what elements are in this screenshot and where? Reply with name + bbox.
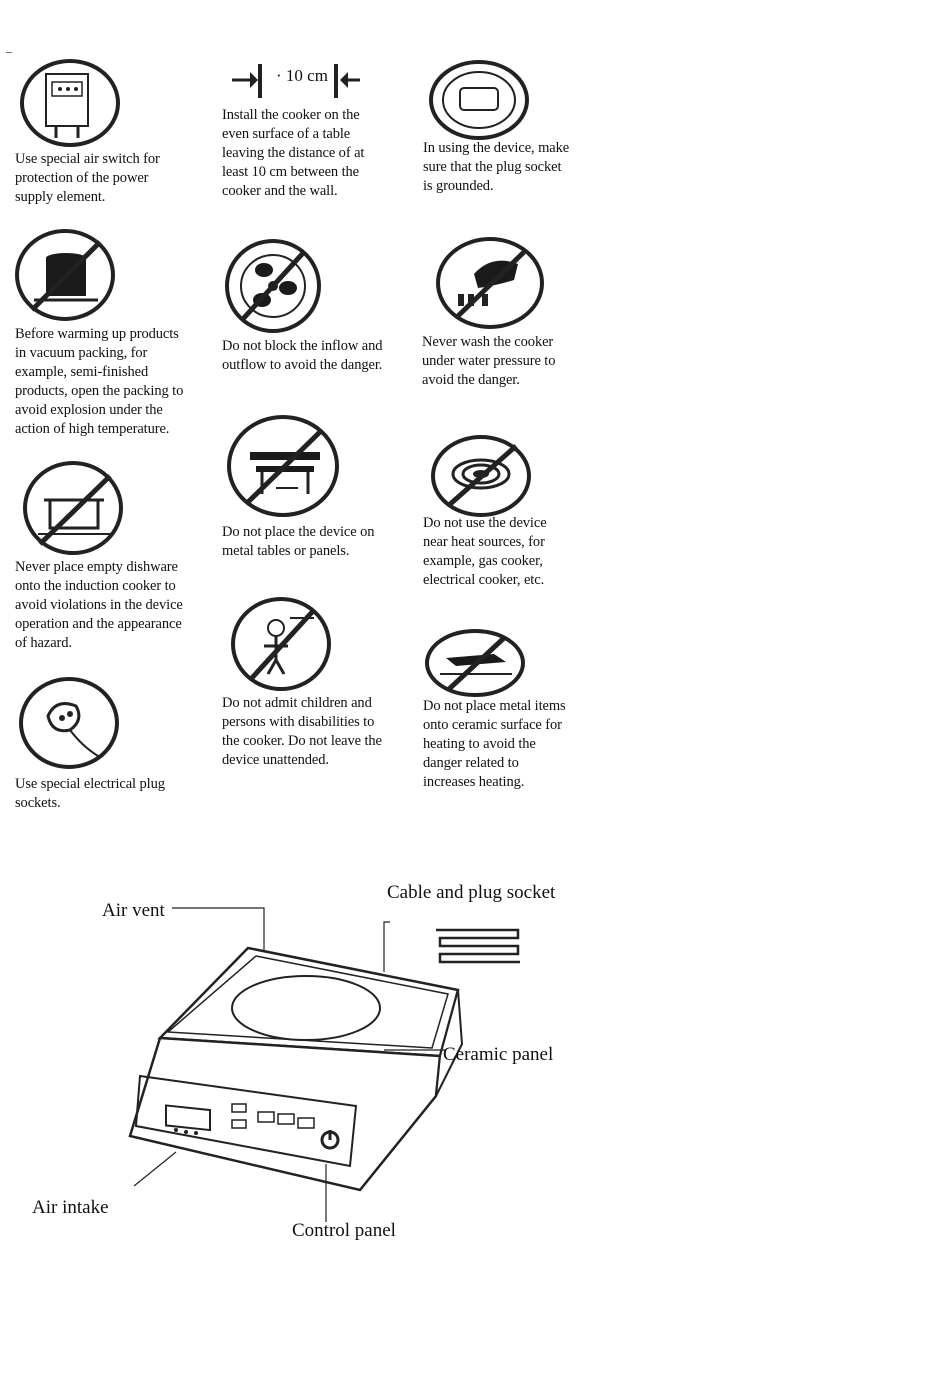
warning-text-airflow: Do not block the inflow and outflow to a… xyxy=(222,338,383,373)
warning-text-grounded: In using the device, make sure that the … xyxy=(423,140,570,194)
warning-text-metal-items: Do not place metal items onto ceramic su… xyxy=(423,698,566,790)
warning-text-heat-source: Do not use the device near heat sources,… xyxy=(423,515,547,588)
electrical-panel-icon xyxy=(18,58,124,148)
no-heat-source-icon xyxy=(430,434,534,518)
label-air-intake: Air intake xyxy=(32,1197,109,1218)
wall-distance-icon xyxy=(228,62,364,102)
no-children-icon xyxy=(230,596,334,692)
page-mark: – xyxy=(6,44,12,58)
no-vacuum-pack-icon xyxy=(14,228,118,322)
label-air-vent: Air vent xyxy=(102,900,165,921)
warning-text-distance: Install the cooker on the even surface o… xyxy=(222,107,365,199)
warning-text-empty-dish: Never place empty dishware onto the indu… xyxy=(15,559,183,651)
warning-text-air-switch: Use special air switch for protection of… xyxy=(15,151,160,205)
warning-text-vacuum: Before warming up products in vacuum pac… xyxy=(15,326,184,437)
warning-text-children: Do not admit children and persons with d… xyxy=(222,695,382,768)
label-control-panel: Control panel xyxy=(292,1220,396,1241)
warning-text-metal-table: Do not place the device on metal tables … xyxy=(222,524,375,559)
no-block-fan-icon xyxy=(224,238,324,334)
label-cable-plug-socket: Cable and plug socket xyxy=(387,882,556,903)
no-metal-items-icon xyxy=(424,628,528,698)
induction-cooker-diagram: Air vent Cable and plug socket Ceramic p… xyxy=(0,860,950,1265)
plug-icon xyxy=(18,676,122,770)
no-metal-table-icon xyxy=(226,414,342,518)
distance-label: · 10 cm xyxy=(276,66,328,85)
warning-text-wash: Never wash the cooker under water pressu… xyxy=(422,334,556,388)
no-wash-icon xyxy=(434,236,546,330)
label-ceramic-panel: Ceramic panel xyxy=(443,1044,554,1065)
socket-icon xyxy=(428,58,532,142)
no-empty-pot-icon xyxy=(22,460,126,556)
warning-text-plug: Use special electrical plug sockets. xyxy=(15,776,165,811)
